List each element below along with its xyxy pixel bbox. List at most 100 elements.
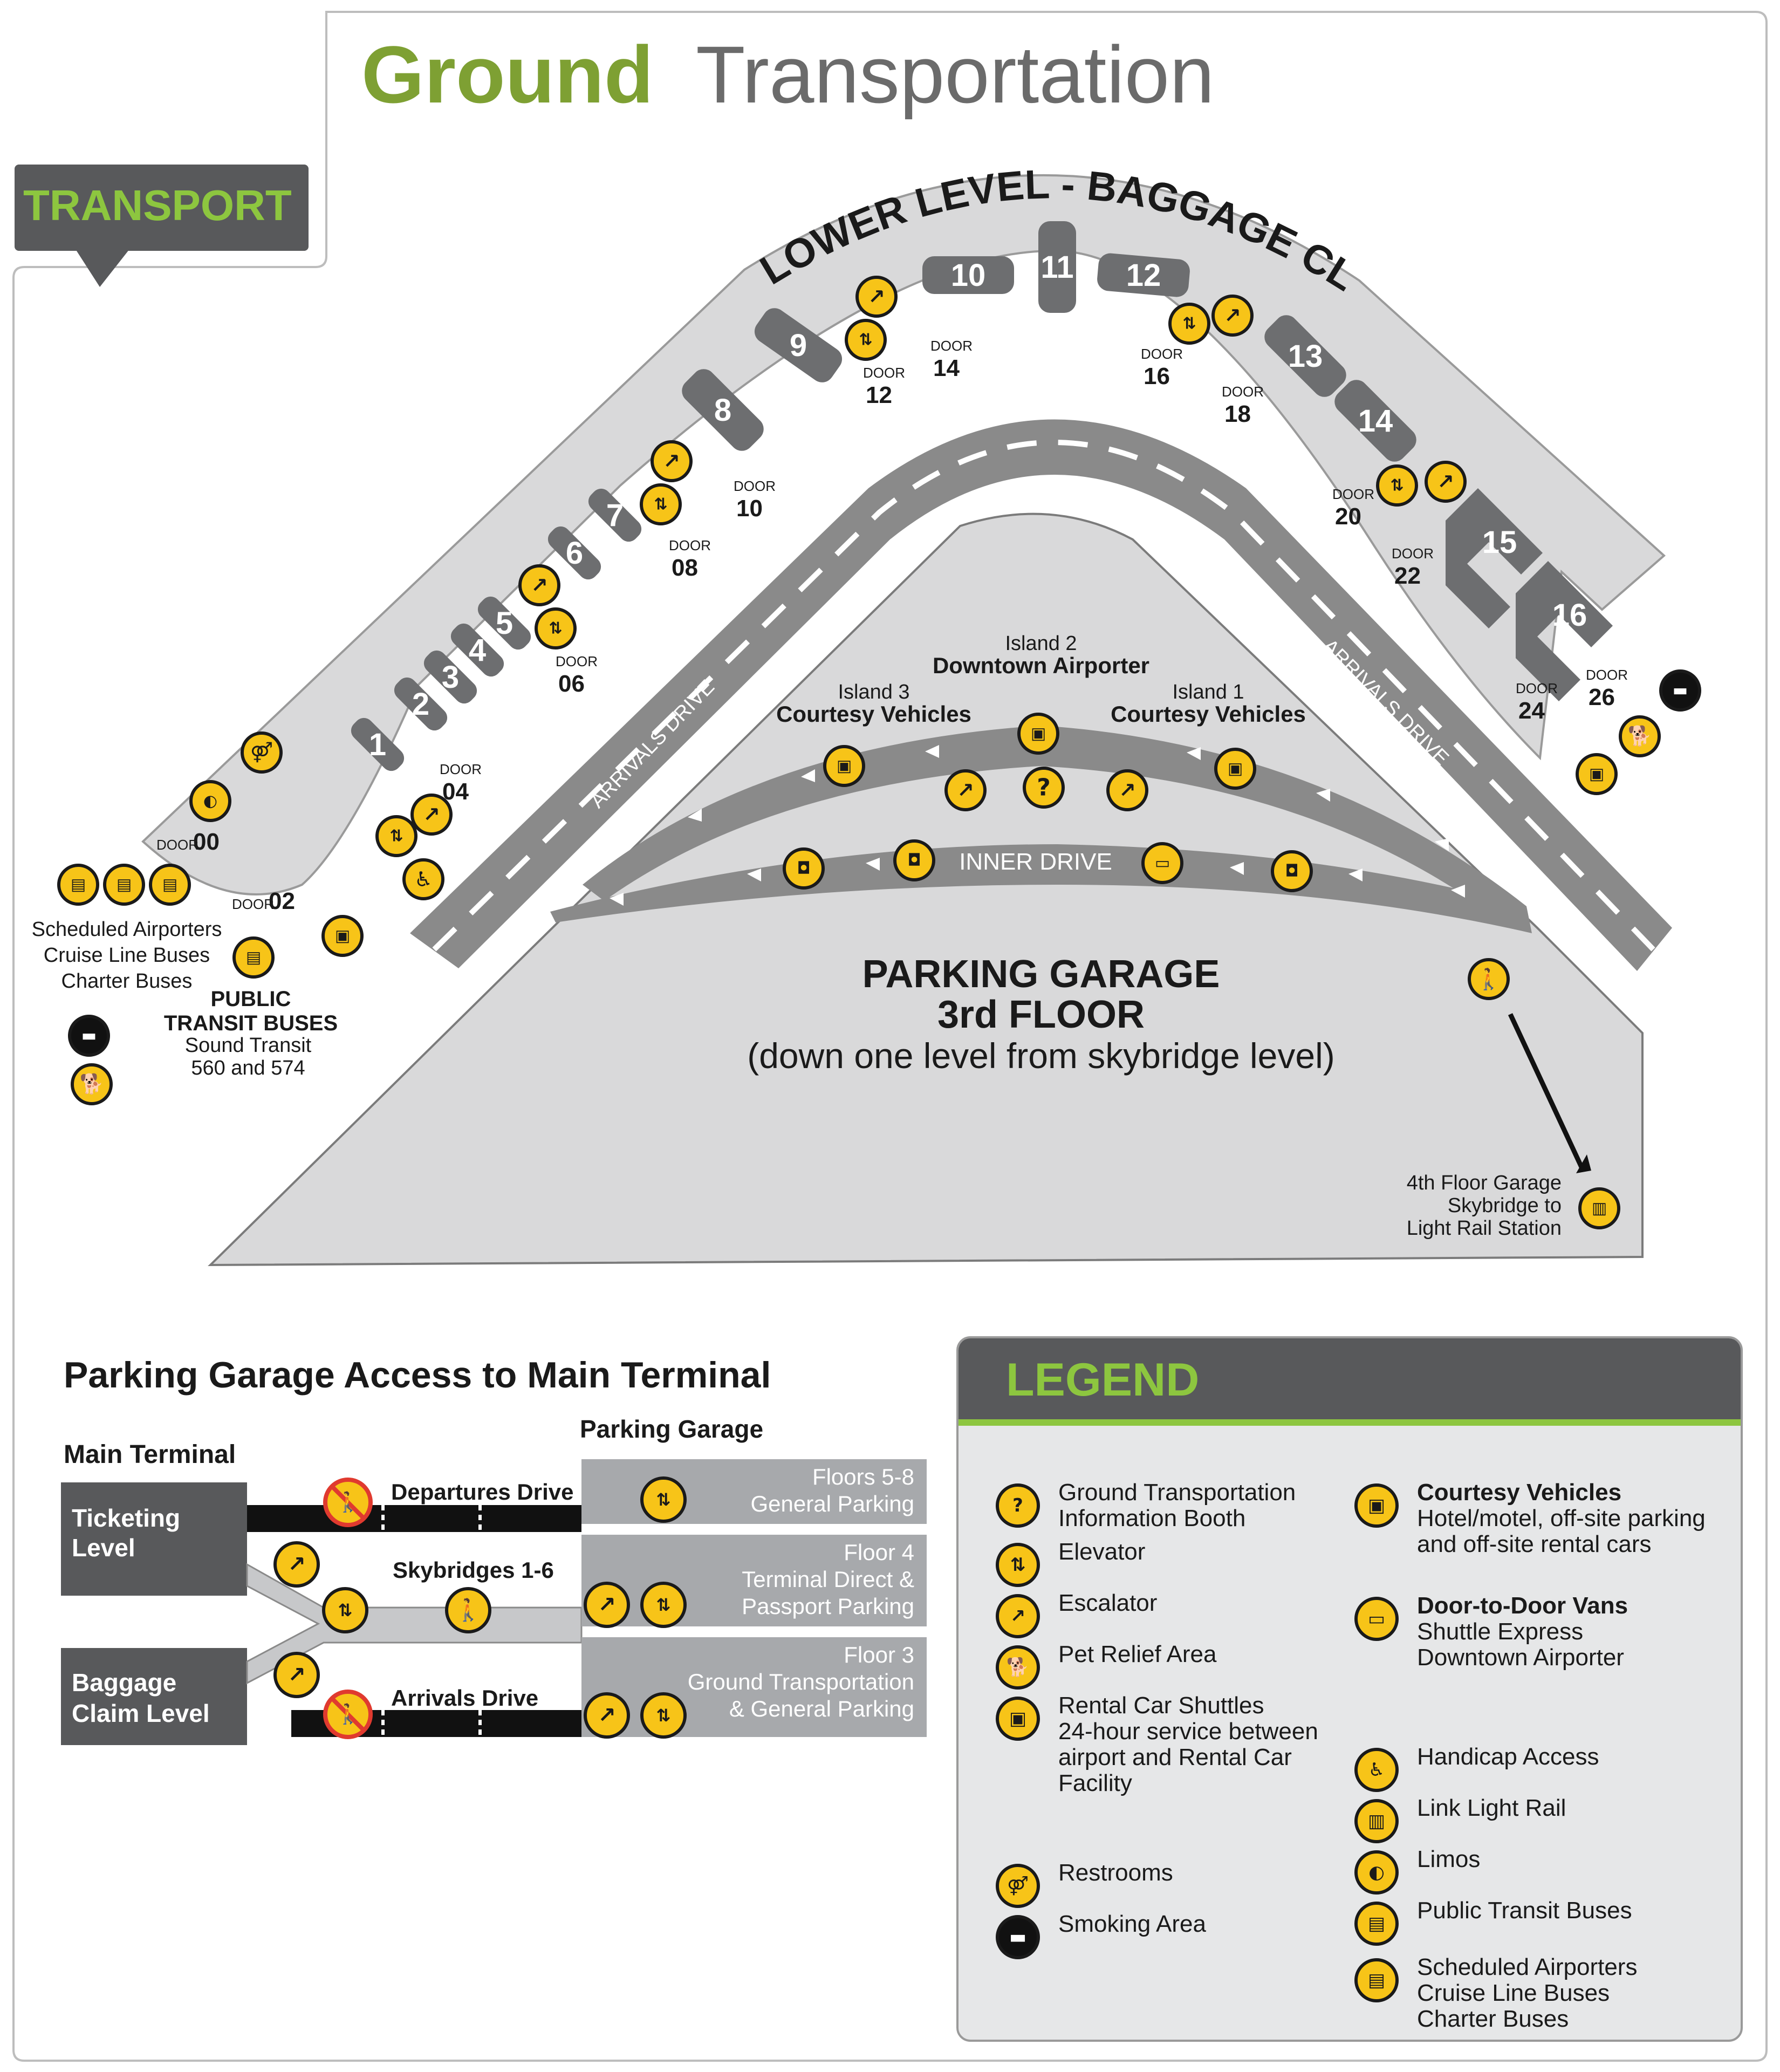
carousel-6: 6 — [547, 526, 601, 580]
left-labels: Scheduled Airporters Cruise Line Buses C… — [32, 918, 338, 1079]
svg-text:06: 06 — [558, 671, 585, 697]
pet-relief-icon: 🐕 — [71, 1063, 113, 1105]
carousel-4-label: 4 — [469, 633, 486, 668]
escalator-icon: ↗ — [1425, 461, 1467, 503]
public-transit-line-3: Sound Transit — [185, 1034, 312, 1057]
public-transit-line-1: PUBLIC — [211, 987, 291, 1011]
rental-car-icon: ▣ — [1576, 753, 1618, 795]
svg-text:↗: ↗ — [663, 449, 680, 473]
svg-text:4th Floor Garage: 4th Floor Garage — [1407, 1172, 1562, 1194]
handicap-icon: ♿ — [1354, 1748, 1399, 1792]
svg-text:🚶: 🚶 — [1476, 967, 1501, 991]
rental-car-icon: ▣ — [996, 1697, 1040, 1741]
legend-item-label: Pet Relief Area — [1058, 1641, 1217, 1667]
svg-text:▥: ▥ — [1368, 1810, 1385, 1832]
legend-item-title: Courtesy Vehicles — [1417, 1479, 1621, 1506]
svg-text:20: 20 — [1335, 503, 1361, 530]
question-icon: ? — [1023, 767, 1065, 809]
svg-text:↗: ↗ — [1437, 470, 1454, 494]
svg-text:🚶: 🚶 — [336, 1491, 360, 1514]
svg-text:Passport Parking: Passport Parking — [742, 1594, 914, 1619]
carousel-2: 2 — [394, 677, 448, 731]
restroom-icon: ⚤ — [996, 1864, 1040, 1908]
svg-text:⇅: ⇅ — [656, 1489, 671, 1510]
skybridge-arrow — [1508, 1013, 1586, 1172]
svg-text:⇅: ⇅ — [656, 1595, 671, 1615]
svg-text:▤: ▤ — [246, 948, 261, 967]
light-rail-icon: ▥ — [1578, 1187, 1620, 1229]
svg-text:◐: ◐ — [203, 792, 217, 811]
taxi-icon: ◘ — [783, 847, 825, 890]
svg-text:12: 12 — [866, 382, 892, 408]
scheduled-line-3: Charter Buses — [61, 970, 193, 993]
escalator-icon: ↗ — [1211, 295, 1254, 337]
carousel-6-label: 6 — [566, 536, 583, 571]
escalator-icon: ↗ — [996, 1594, 1040, 1638]
elevator-icon: ⇅ — [640, 1476, 687, 1523]
svg-text:▭: ▭ — [1155, 854, 1170, 873]
svg-text:▣: ▣ — [1009, 1708, 1026, 1729]
svg-text:▣: ▣ — [1589, 765, 1604, 784]
svg-text:🐕: 🐕 — [1007, 1657, 1029, 1678]
ticketing-line-2: Level — [72, 1534, 135, 1562]
legend-title: LEGEND — [1006, 1354, 1200, 1406]
elevator-icon: ⇅ — [535, 607, 577, 649]
carousel-7-label: 7 — [606, 498, 624, 533]
svg-text:DOOR: DOOR — [669, 537, 711, 553]
page-title: Ground Transportation — [361, 29, 1215, 120]
svg-text:Floor 4: Floor 4 — [844, 1540, 914, 1565]
garage-label: PARKING GARAGE 3rd FLOOR (down one level… — [747, 953, 1334, 1076]
pet-relief-icon: 🐕 — [1619, 715, 1661, 757]
public-transit-line-4: 560 and 574 — [191, 1057, 305, 1079]
svg-text:▤: ▤ — [117, 876, 132, 894]
carousel-14: 14 — [1334, 380, 1416, 462]
svg-text:18: 18 — [1224, 401, 1251, 427]
svg-text:Skybridge to: Skybridge to — [1448, 1194, 1562, 1217]
elevator-icon: ⇅ — [996, 1543, 1040, 1587]
legend-item-label: Restrooms — [1058, 1859, 1173, 1886]
svg-text:DOOR: DOOR — [734, 478, 776, 494]
carousel-11: 11 — [1038, 221, 1076, 313]
svg-text:02: 02 — [269, 888, 295, 914]
svg-text:↗: ↗ — [957, 778, 974, 802]
transport-tab-label: TRANSPORT — [23, 181, 292, 229]
svg-text:♿: ♿ — [1368, 1759, 1385, 1781]
legend-item-label: Smoking Area — [1058, 1911, 1206, 1937]
svg-text:▬: ▬ — [81, 1027, 97, 1045]
garage-line-2: 3rd FLOOR — [937, 993, 1145, 1036]
carousels: 1 2 3 4 5 6 7 8 9 10 11 12 13 14 15 16 — [351, 221, 1613, 771]
carousel-5-label: 5 — [496, 606, 513, 641]
courtesy-vehicle-icon: ▣ — [1214, 748, 1256, 790]
carousel-14-label: 14 — [1358, 404, 1393, 439]
svg-text:↗: ↗ — [868, 285, 885, 309]
elevator-icon: ⇅ — [845, 319, 887, 361]
island1-name: Island 1 — [1172, 681, 1244, 703]
svg-text:▣: ▣ — [335, 927, 350, 946]
restroom-icon: ⚤ — [241, 731, 283, 774]
svg-text:26: 26 — [1589, 684, 1615, 710]
arrivals-drive-dashes — [432, 440, 1655, 952]
escalator-icon: ↗ — [584, 1582, 630, 1628]
carousel-10: 10 — [922, 256, 1014, 294]
legend-item-label: and off-site rental cars — [1417, 1531, 1652, 1557]
map-icons: ↗ ⇅ ⇅ ↗ ↗ ⇅ ↗ ⇅ ⇅ ↗ ⚤ ◐ ⇅ ↗ ♿ ▣ ▤ ▤ ▤ ▤ … — [57, 276, 1701, 1229]
parking-garage-label: Parking Garage — [580, 1415, 763, 1443]
svg-text:🚶: 🚶 — [455, 1597, 482, 1623]
svg-text:22: 22 — [1394, 563, 1421, 589]
svg-text:DOOR: DOOR — [1222, 384, 1264, 400]
carousel-1-label: 1 — [369, 727, 386, 762]
escalator-icon: ↗ — [1106, 769, 1148, 811]
svg-text:↗: ↗ — [531, 573, 548, 597]
svg-text:🐕: 🐕 — [80, 1073, 104, 1096]
svg-text:DOOR: DOOR — [156, 837, 198, 853]
